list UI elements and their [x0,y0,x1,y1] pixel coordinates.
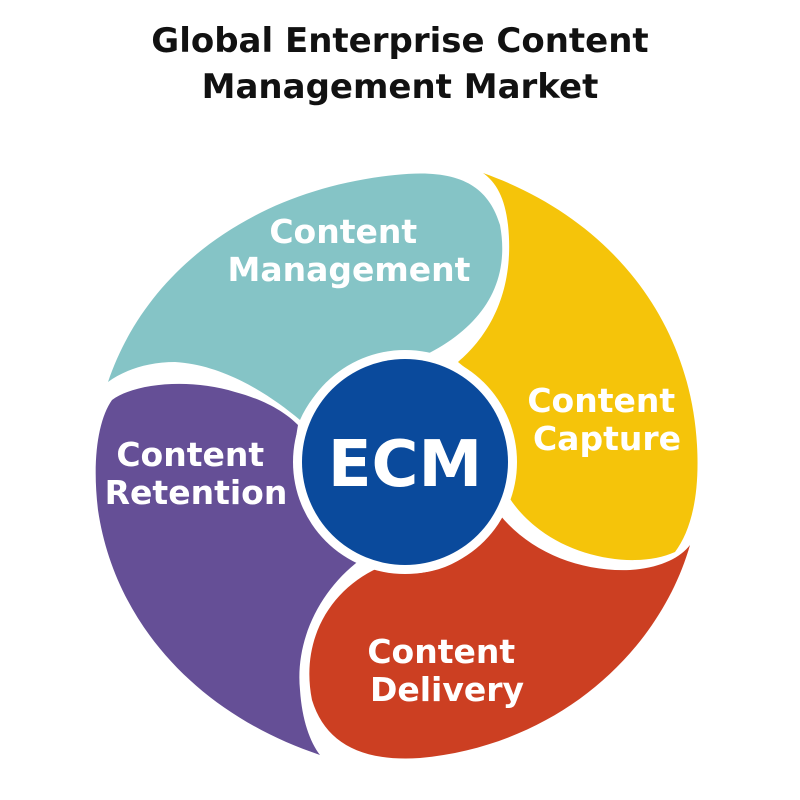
title-line-2: Management Market [201,67,599,107]
page-title: Global Enterprise Content Management Mar… [0,18,800,110]
label-content-capture: Content Capture [527,381,686,458]
label-content-management: Content Management [228,212,471,289]
label-content-delivery: Content Delivery [367,632,526,709]
hub-circle [302,359,508,565]
hub-label: ECM [328,428,482,502]
segment-content-capture [458,173,698,561]
label-content-retention: Content Retention [105,435,288,512]
segment-content-retention [95,383,361,755]
segment-content-delivery [309,515,690,759]
title-line-1: Global Enterprise Content [151,21,649,61]
